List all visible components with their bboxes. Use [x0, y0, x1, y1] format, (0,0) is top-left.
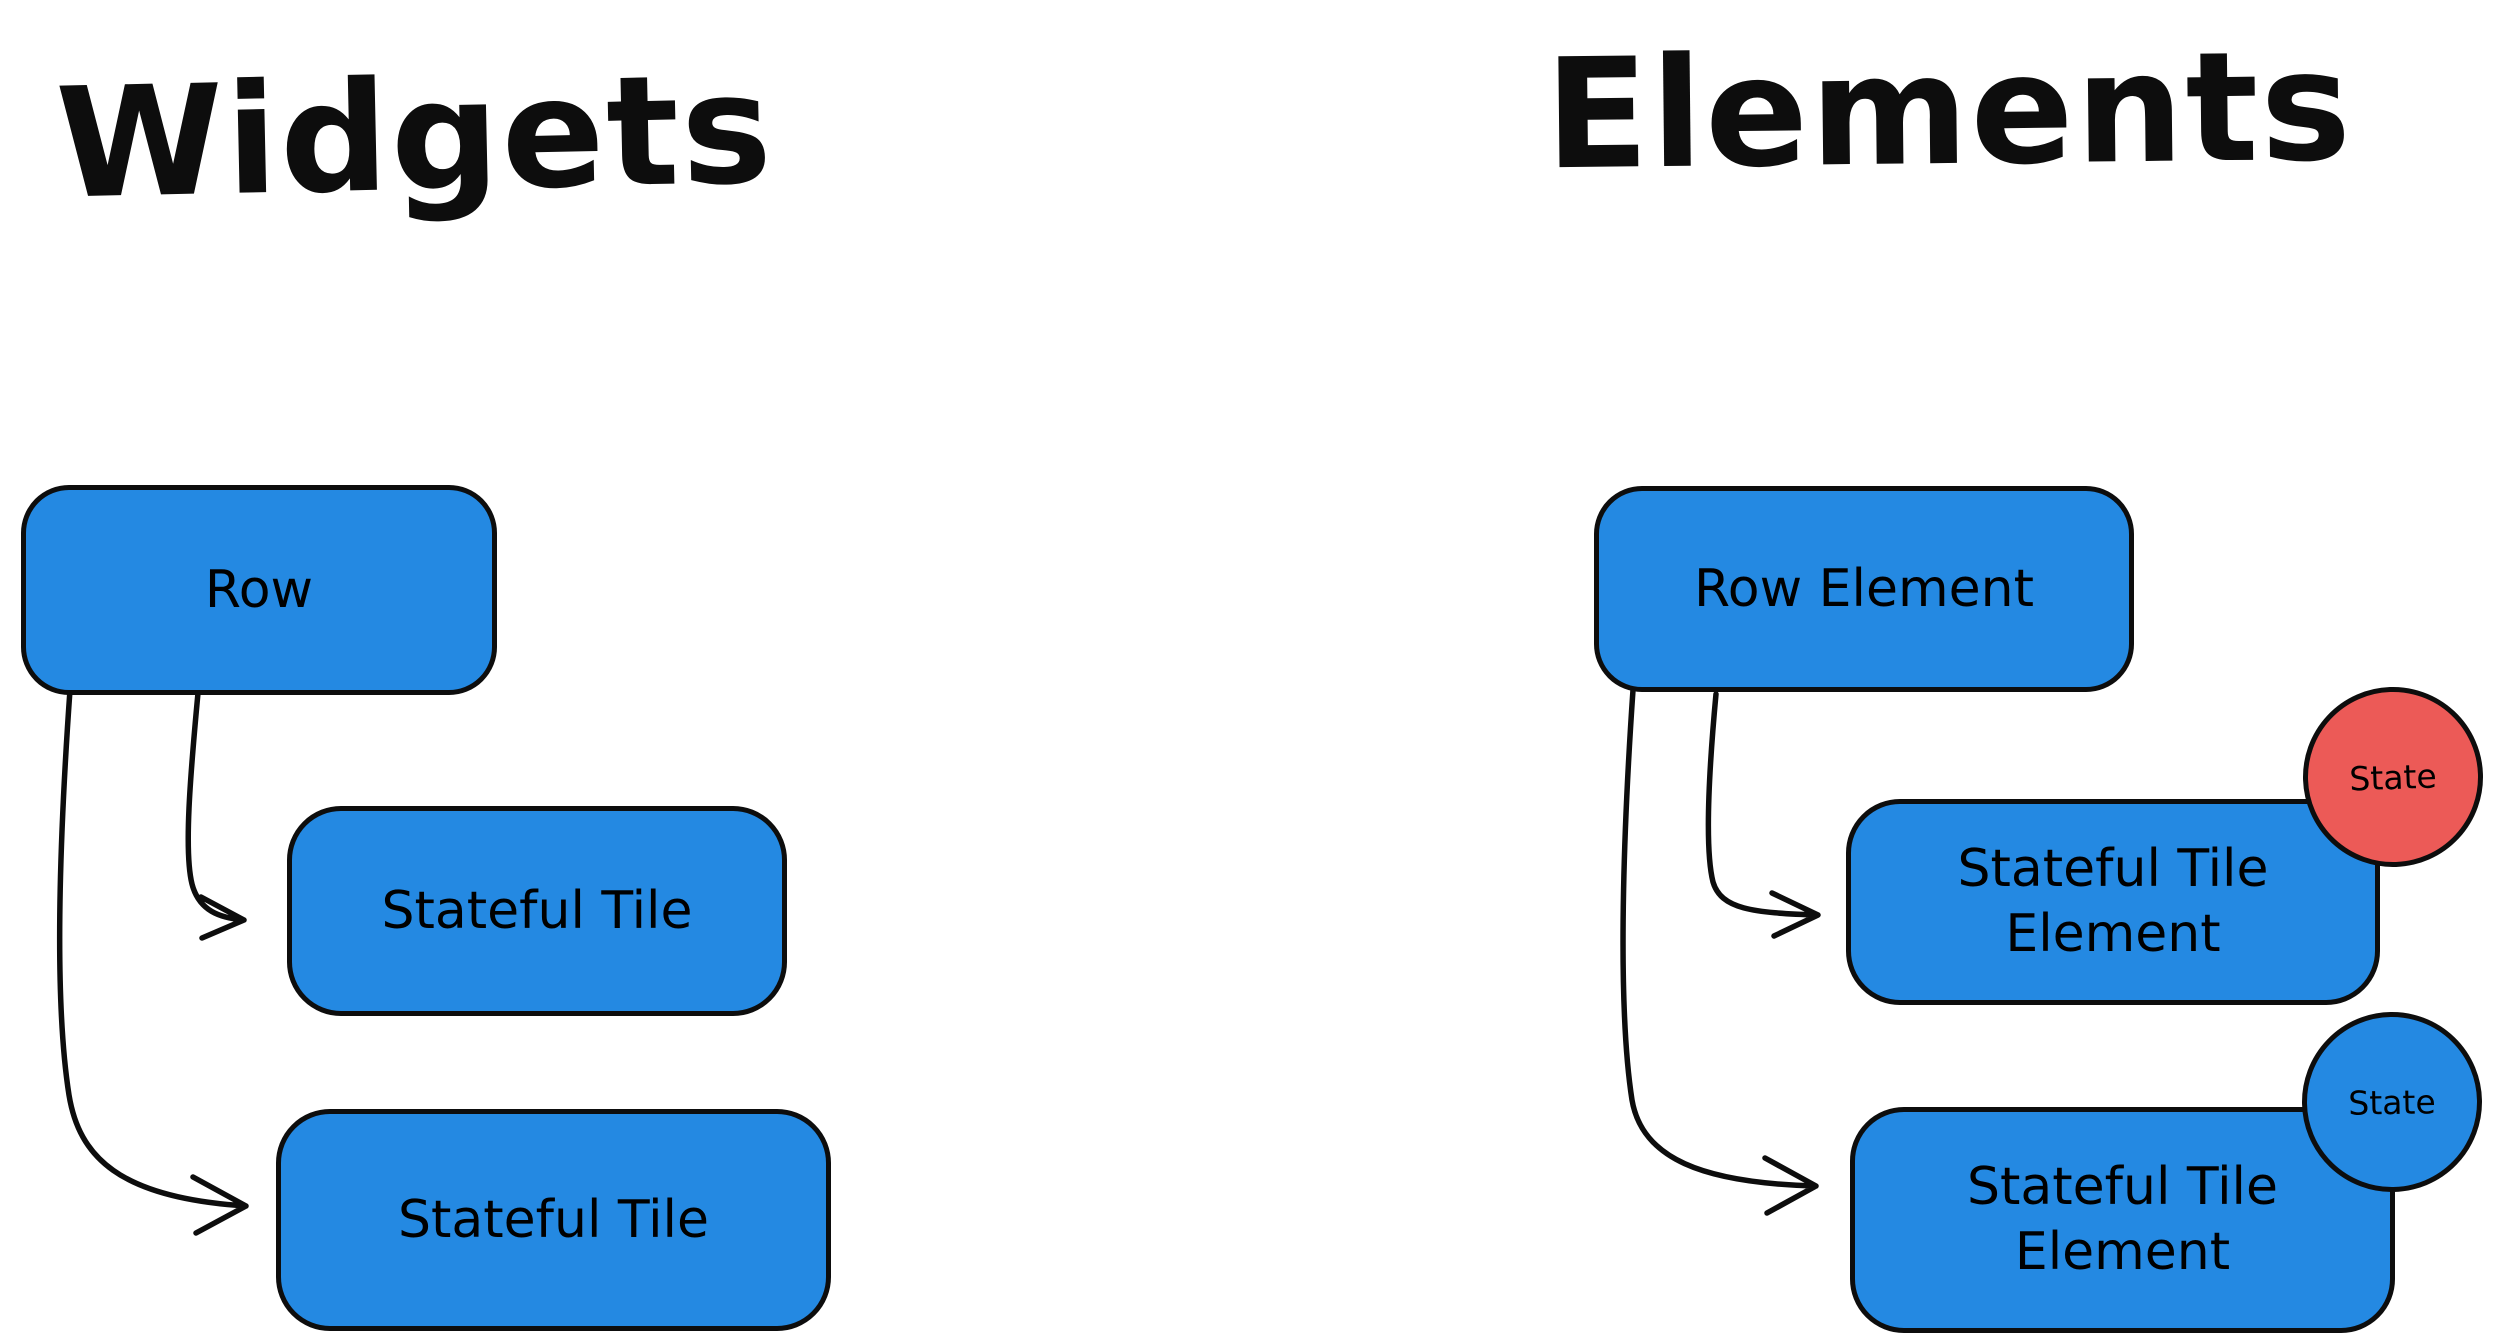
stateful-tile-label-1: Stateful Tile	[381, 880, 693, 941]
state-badge-blue-label: State	[2347, 1081, 2437, 1123]
elements-row-to-tile1-arrow	[1705, 691, 1821, 939]
widgets-row-to-tile2-arrow	[56, 687, 249, 1236]
state-badge-red-label: State	[2348, 755, 2438, 799]
stateful-tile-label-2: Stateful Tile	[398, 1189, 709, 1250]
stateful-tile-node-2: Stateful Tile	[276, 1109, 831, 1331]
row-element-label: Row Element	[1694, 558, 2034, 619]
widgets-row-to-tile1-arrow	[185, 690, 247, 941]
row-element-node: Row Element	[1594, 486, 2134, 692]
stateful-tile-element-label-1: Stateful Tile Element	[1957, 839, 2269, 964]
row-widget-node: Row	[21, 485, 497, 695]
row-widget-label: Row	[204, 559, 314, 620]
stateful-tile-element-node-1: Stateful Tile Element	[1846, 799, 2380, 1005]
stateful-tile-element-node-2: Stateful Tile Element	[1850, 1107, 2395, 1333]
stateful-tile-element-label-2: Stateful Tile Element	[1967, 1157, 2278, 1282]
elements-row-to-tile2-arrow	[1620, 687, 1819, 1216]
stateful-tile-node-1: Stateful Tile	[287, 806, 787, 1016]
